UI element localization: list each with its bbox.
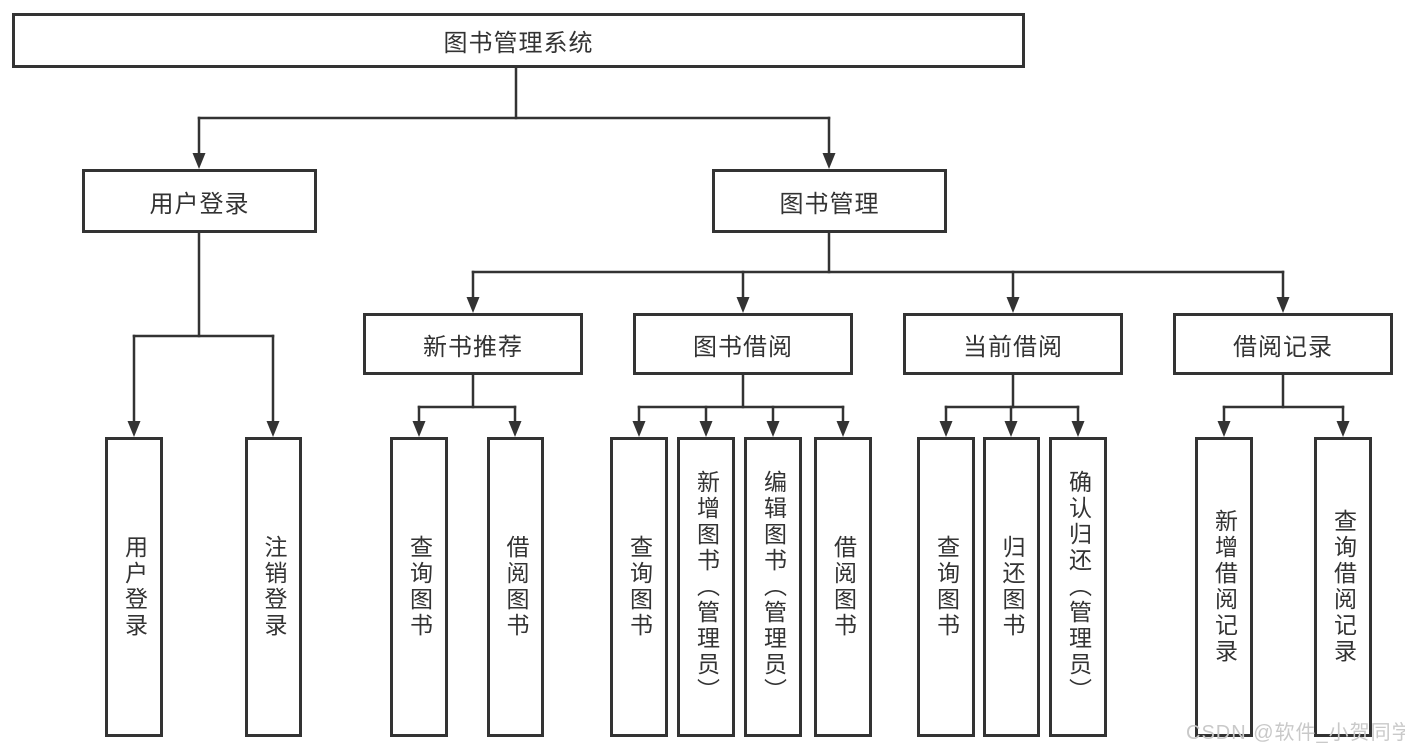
arrowheads (127, 153, 1350, 437)
node-leaf-logout: 注销登录 (245, 437, 302, 737)
node-book-borrow: 图书借阅 (633, 313, 853, 375)
node-user-login: 用户登录 (82, 169, 317, 233)
node-book-mgmt: 图书管理 (712, 169, 947, 233)
node-leaf-newbook-query-label: 查询图书 (406, 535, 433, 639)
node-borrow-records: 借阅记录 (1173, 313, 1393, 375)
node-leaf-newbook-borrow: 借阅图书 (487, 437, 544, 737)
node-leaf-current-confirm-label: 确认归还（管理员） (1065, 470, 1092, 704)
node-leaf-user-login-label: 用户登录 (121, 535, 148, 639)
node-leaf-user-login: 用户登录 (105, 437, 163, 737)
node-leaf-borrow-borrow: 借阅图书 (814, 437, 872, 737)
node-leaf-borrow-edit-label: 编辑图书（管理员） (760, 470, 787, 704)
node-leaf-borrow-add: 新增图书（管理员） (677, 437, 735, 737)
node-leaf-newbook-query: 查询图书 (390, 437, 448, 737)
node-root-label: 图书管理系统 (443, 30, 594, 57)
node-leaf-logout-label: 注销登录 (261, 535, 287, 639)
node-leaf-record-add: 新增借阅记录 (1195, 437, 1253, 737)
node-leaf-borrow-borrow-label: 借阅图书 (830, 535, 857, 639)
node-current-borrow-label: 当前借阅 (963, 333, 1063, 361)
node-leaf-borrow-edit: 编辑图书（管理员） (744, 437, 802, 737)
node-leaf-borrow-add-label: 新增图书（管理员） (693, 470, 720, 704)
node-leaf-current-query-label: 查询图书 (933, 535, 960, 639)
node-leaf-borrow-query-label: 查询图书 (626, 535, 653, 639)
node-book-mgmt-label: 图书管理 (779, 190, 880, 218)
node-leaf-borrow-query: 查询图书 (610, 437, 668, 737)
node-leaf-newbook-borrow-label: 借阅图书 (503, 535, 529, 639)
node-book-borrow-label: 图书借阅 (693, 333, 793, 361)
node-leaf-current-return: 归还图书 (983, 437, 1040, 737)
watermark: CSDN @软件_小贺同学 (1186, 722, 1405, 744)
node-current-borrow: 当前借阅 (903, 313, 1123, 375)
node-borrow-records-label: 借阅记录 (1233, 333, 1333, 361)
node-leaf-record-query: 查询借阅记录 (1314, 437, 1372, 737)
node-new-books: 新书推荐 (363, 313, 583, 375)
node-leaf-record-query-label: 查询借阅记录 (1330, 509, 1357, 665)
node-leaf-current-return-label: 归还图书 (999, 535, 1025, 639)
node-user-login-label: 用户登录 (149, 190, 250, 218)
node-leaf-current-confirm: 确认归还（管理员） (1049, 437, 1107, 737)
node-new-books-label: 新书推荐 (423, 333, 523, 361)
node-root: 图书管理系统 (12, 13, 1025, 68)
node-leaf-record-add-label: 新增借阅记录 (1211, 509, 1238, 665)
node-leaf-current-query: 查询图书 (917, 437, 975, 737)
